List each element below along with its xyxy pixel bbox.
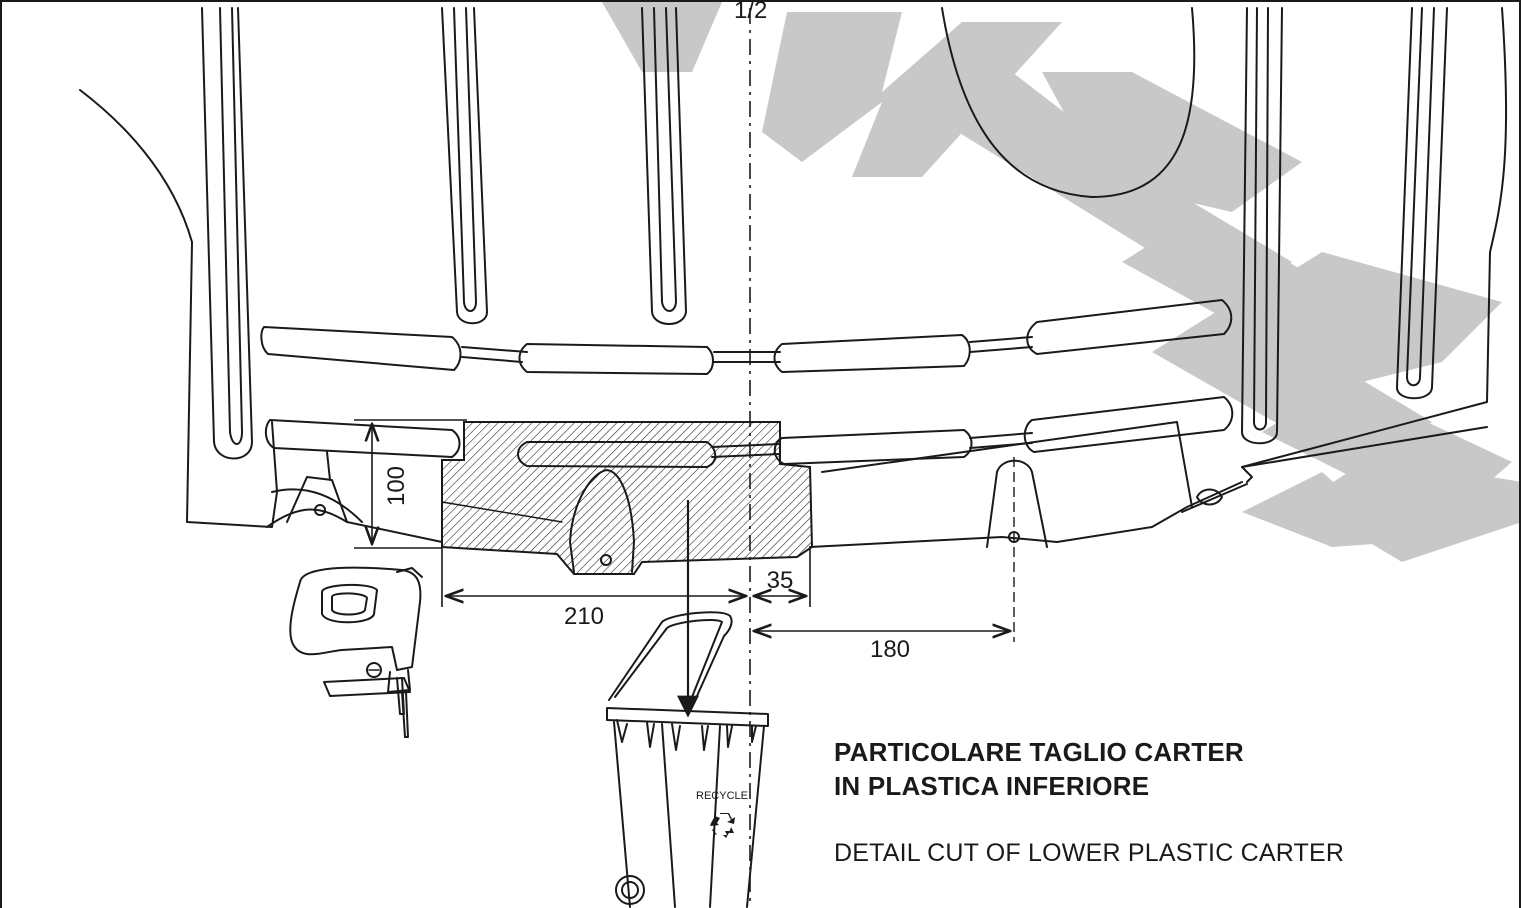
center-line: 1/2 <box>734 2 767 907</box>
dimension-offset-value: 35 <box>767 567 794 594</box>
bin-label: RECYCLE <box>696 790 748 802</box>
dimension-cut-width-value: 210 <box>564 603 604 630</box>
recycle-symbol-icon <box>710 813 735 838</box>
dimension-cut-width: 210 <box>441 547 746 630</box>
dimension-offset: 35 <box>754 547 811 607</box>
watermark-logo <box>602 2 1519 562</box>
caption-english: DETAIL CUT OF LOWER PLASTIC CARTER <box>834 839 1345 867</box>
caption-italian-line2: IN PLASTICA INFERIORE <box>834 771 1150 801</box>
dimension-height-value: 100 <box>383 466 410 506</box>
cut-region <box>441 421 814 575</box>
centerline-label: 1/2 <box>734 2 767 24</box>
dimension-height: 100 <box>354 419 467 549</box>
jigsaw-icon <box>289 566 423 738</box>
dimension-bracket-distance-value: 180 <box>870 636 910 663</box>
recycle-bin-icon: RECYCLE <box>606 611 769 908</box>
caption-italian-line1: PARTICOLARE TAGLIO CARTER <box>834 737 1244 767</box>
caption-italian: PARTICOLARE TAGLIO CARTER IN PLASTICA IN… <box>834 735 1244 803</box>
dimension-bracket-distance: 180 <box>754 631 1010 663</box>
